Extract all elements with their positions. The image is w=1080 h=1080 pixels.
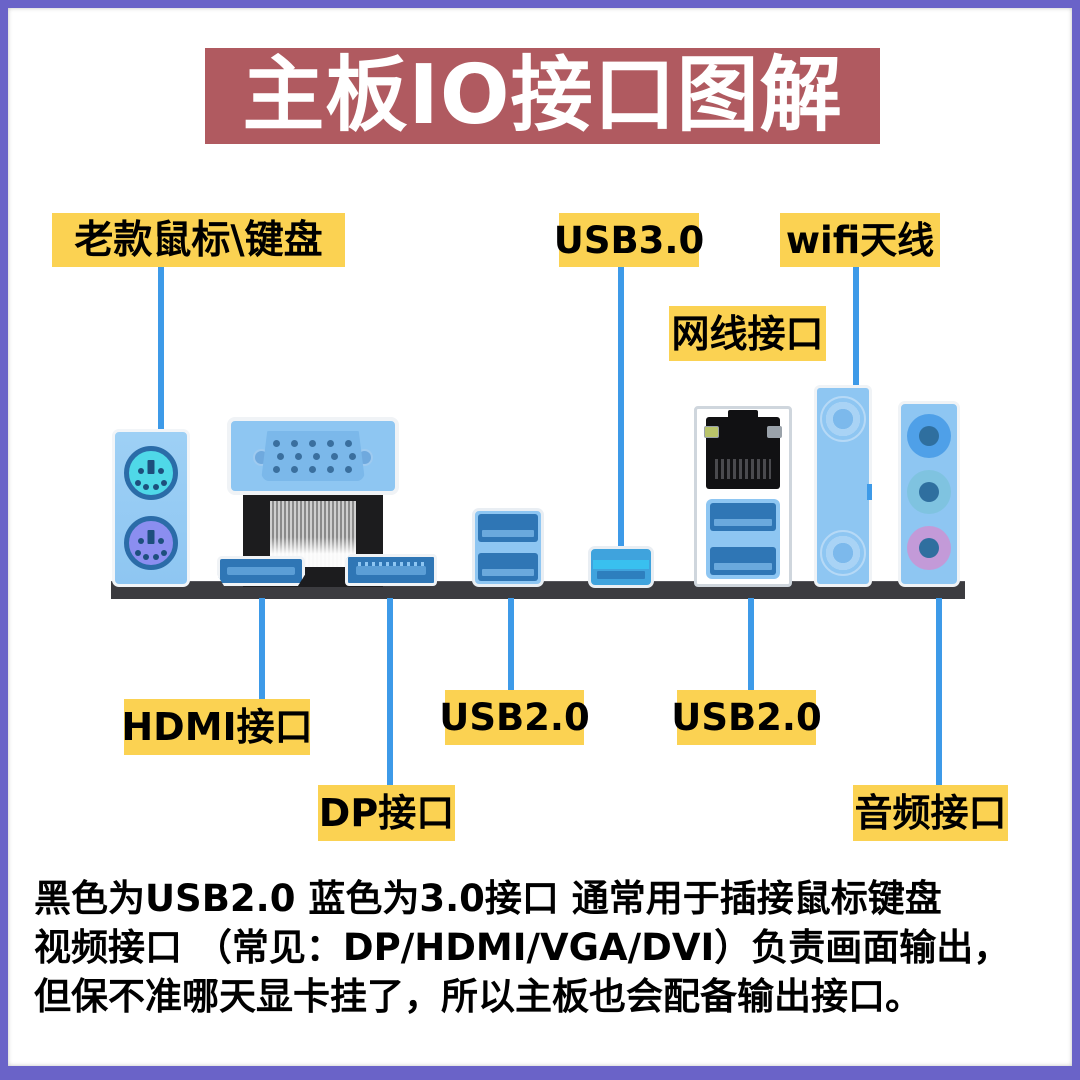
leader-wifi bbox=[853, 267, 859, 389]
ps2-combo-port[interactable] bbox=[112, 429, 190, 587]
description-line-3: 但保不准哪天显卡挂了，所以主板也会配备输出接口。 bbox=[34, 975, 922, 1019]
lan-usb-combo-module[interactable] bbox=[694, 406, 792, 587]
label-usb2-mid-text: USB2.0 bbox=[439, 696, 590, 739]
label-hdmi-text: HDMI接口 bbox=[121, 705, 313, 749]
leader-usb2-mid bbox=[508, 598, 514, 690]
label-usb2-lan: USB2.0 bbox=[671, 690, 822, 745]
wifi-sma-connector-bottom-icon bbox=[820, 530, 866, 576]
label-audio: 音频接口 bbox=[853, 785, 1008, 841]
ps2-keyboard-jack-icon bbox=[124, 516, 178, 570]
poster-stage: 主板IO接口图解 老款鼠标\键盘 USB3.0 wifi天线 网线接口 bbox=[8, 8, 1072, 1066]
audio-line-out-jack-icon[interactable] bbox=[907, 470, 951, 514]
leader-audio bbox=[936, 598, 942, 785]
leader-usb3 bbox=[618, 267, 624, 549]
description-line-1: 黑色为USB2.0 蓝色为3.0接口 通常用于插接鼠标键盘 bbox=[34, 877, 942, 920]
lan-activity-led-icon bbox=[704, 426, 719, 438]
label-usb3-text: USB3.0 bbox=[553, 218, 705, 262]
page-title: 主板IO接口图解 bbox=[242, 48, 843, 143]
audio-jack-stack[interactable] bbox=[898, 401, 960, 587]
leader-usb2-lan bbox=[748, 598, 754, 690]
label-wifi-text: wifi天线 bbox=[785, 218, 935, 262]
vga-dsub-shell bbox=[261, 431, 365, 481]
label-ps2: 老款鼠标\键盘 bbox=[52, 213, 345, 267]
label-usb2-lan-text: USB2.0 bbox=[671, 696, 822, 739]
description-paragraph: 黑色为USB2.0 蓝色为3.0接口 通常用于插接鼠标键盘 视频接口 （常见：D… bbox=[34, 874, 1046, 1022]
title-banner: 主板IO接口图解 bbox=[205, 48, 880, 144]
usb2-dual-stack-port[interactable] bbox=[472, 508, 544, 587]
leader-ps2 bbox=[158, 267, 164, 430]
label-hdmi: HDMI接口 bbox=[121, 699, 313, 755]
wifi-antenna-connectors[interactable] bbox=[814, 385, 872, 587]
label-audio-text: 音频接口 bbox=[854, 791, 1007, 835]
hdmi-port[interactable] bbox=[217, 556, 305, 586]
label-dp-text: DP接口 bbox=[318, 791, 455, 835]
label-wifi: wifi天线 bbox=[780, 213, 940, 267]
description-line-2: 视频接口 （常见：DP/HDMI/VGA/DVI）负责画面输出， bbox=[34, 926, 1011, 970]
audio-mic-jack-icon[interactable] bbox=[907, 526, 951, 570]
poster-frame: 主板IO接口图解 老款鼠标\键盘 USB3.0 wifi天线 网线接口 bbox=[8, 8, 1072, 1066]
label-dp: DP接口 bbox=[318, 785, 455, 841]
leader-hdmi bbox=[259, 598, 265, 699]
audio-line-in-jack-icon[interactable] bbox=[907, 414, 951, 458]
displayport-port[interactable] bbox=[345, 554, 437, 586]
vga-port[interactable] bbox=[218, 417, 408, 587]
vga-connector-body bbox=[227, 417, 399, 495]
leader-dp bbox=[387, 598, 393, 785]
lan-link-led-icon bbox=[767, 426, 782, 438]
rj45-ethernet-port[interactable] bbox=[704, 410, 782, 489]
label-ps2-text: 老款鼠标\键盘 bbox=[74, 217, 323, 263]
wifi-sma-connector-top-icon bbox=[820, 396, 866, 442]
label-lan: 网线接口 bbox=[669, 306, 826, 361]
ps2-mouse-jack-icon bbox=[124, 446, 178, 500]
label-usb2-mid: USB2.0 bbox=[439, 690, 590, 745]
label-lan-text: 网线接口 bbox=[671, 311, 824, 356]
usb3-single-port[interactable] bbox=[588, 546, 654, 588]
label-usb3: USB3.0 bbox=[554, 213, 704, 267]
usb2-dual-stack-port-lan[interactable] bbox=[706, 499, 780, 579]
